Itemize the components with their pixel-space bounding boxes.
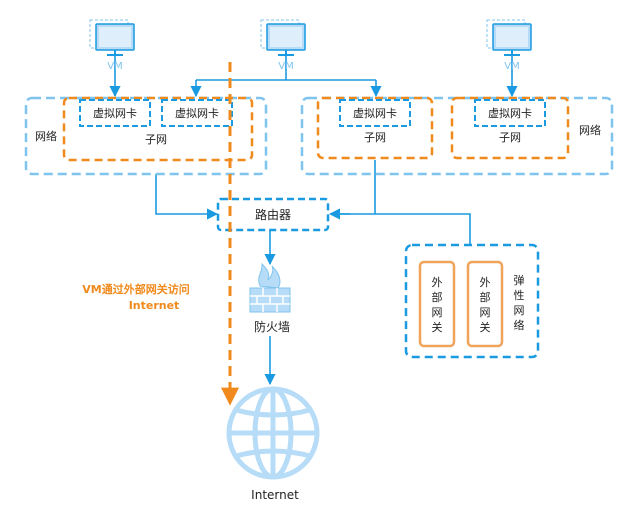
network-label: 网络 — [579, 123, 601, 137]
access-path: VM通过外部网关访问 Internet — [82, 62, 239, 406]
subnet-label: 子网 — [499, 131, 521, 144]
vertical-char: 关 — [480, 320, 491, 334]
connectors — [109, 56, 518, 386]
globe-icon — [226, 386, 320, 480]
gateway-box — [418, 260, 456, 348]
vm-1: VM — [89, 19, 135, 72]
vm-label: VM — [107, 61, 122, 72]
gateway-box — [466, 260, 504, 348]
network-label: 网络 — [35, 129, 57, 143]
firewall-label: 防火墙 — [254, 319, 290, 334]
monitor-icon — [89, 19, 135, 56]
vnic-label: 虚拟网卡 — [488, 106, 532, 120]
vnic-box — [474, 99, 546, 127]
vertical-char: 网 — [480, 306, 491, 319]
vnic-label: 虚拟网卡 — [93, 106, 137, 120]
vm-label: VM — [504, 61, 519, 72]
vertical-char: 外 — [480, 276, 491, 289]
subnet-frame — [316, 96, 434, 160]
vertical-char: 弹 — [514, 273, 525, 287]
annotation-line-1: VM通过外部网关访问 — [82, 282, 189, 296]
vertical-char: 络 — [514, 318, 525, 332]
internet-label: Internet — [251, 488, 299, 502]
network-frame — [24, 96, 268, 176]
vm-label: VM — [278, 61, 293, 72]
vnic-box — [339, 99, 411, 127]
router-label: 路由器 — [255, 207, 291, 222]
right-network: 网络 子网 虚拟网卡 子网 虚拟网卡 — [300, 96, 614, 176]
vertical-char: 外 — [432, 276, 443, 289]
subnet-label: 子网 — [145, 133, 167, 146]
vertical-char: 性 — [514, 288, 525, 302]
router-box — [216, 197, 330, 232]
monitor-icon — [486, 19, 532, 56]
vertical-char: 部 — [432, 290, 443, 304]
vnic-label: 虚拟网卡 — [175, 106, 219, 120]
annotation-line-2: Internet — [129, 299, 180, 312]
elastic-network-link — [375, 213, 471, 244]
vnic-label: 虚拟网卡 — [353, 106, 397, 120]
vertical-char: 网 — [432, 306, 443, 319]
vm-2: VM — [260, 19, 306, 72]
firewall-icon — [249, 262, 291, 313]
subnet-label: 子网 — [364, 131, 386, 144]
vertical-char: 关 — [432, 320, 443, 334]
subnet-frame — [62, 96, 254, 162]
gateway-label: 外部网关 — [480, 276, 491, 334]
elastic-network-frame — [404, 243, 540, 359]
left-network: 网络 子网 虚拟网卡 虚拟网卡 — [24, 96, 268, 176]
gateway-label: 外部网关 — [432, 276, 443, 334]
vertical-char: 部 — [480, 290, 491, 304]
vnic-box — [161, 99, 233, 127]
monitor-icon — [260, 19, 306, 56]
vnic-box — [79, 99, 151, 127]
firewall: 防火墙 — [249, 262, 291, 334]
vertical-char: 网 — [514, 304, 525, 317]
internet: Internet — [226, 386, 320, 502]
subnet-frame — [450, 96, 570, 160]
left-network-link — [155, 174, 219, 220]
router: 路由器 — [216, 197, 330, 232]
vm-3: VM — [486, 19, 532, 72]
